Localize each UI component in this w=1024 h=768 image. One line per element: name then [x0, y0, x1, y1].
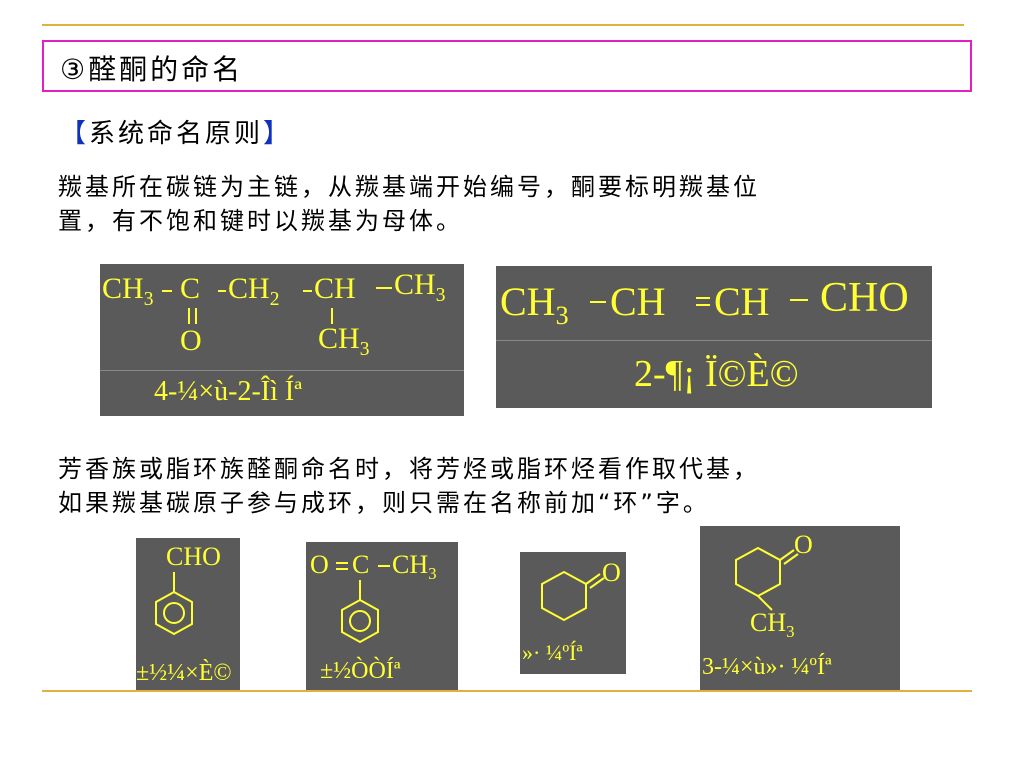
- struct6-ch3: CH3: [750, 608, 795, 642]
- struct5-name: »· ¼ºÍª: [522, 640, 583, 665]
- struct4-ch3: CH3: [392, 550, 437, 584]
- title-box: [42, 40, 972, 92]
- struct5-oxygen: O: [602, 558, 621, 587]
- struct6-name: 3-¼×ù»· ¼ºÍª: [702, 654, 832, 680]
- struct6-panel: O CH3 3-¼×ù»· ¼ºÍª: [700, 526, 900, 690]
- struct4-carbon: C: [352, 550, 370, 579]
- struct1-panel: CH3 C CH2 CH CH3 O CH3 4-¼×ù-2-Îì Íª: [100, 264, 464, 416]
- struct1-name: 4-¼×ù-2-Îì Íª: [154, 376, 302, 407]
- struct1-ch2: CH2: [228, 272, 280, 310]
- struct6-oxygen: O: [794, 530, 813, 559]
- bottom-rule: [42, 690, 972, 692]
- rule-paragraph-1: 羰基所在碳链为主链，从羰基端开始编号，酮要标明羰基位 置，有不饱和键时以羰基为母…: [58, 170, 958, 238]
- cyclohexane-ring-icon: [541, 570, 605, 622]
- struct2-name: 2-¶¡ Ï©È©: [634, 353, 799, 395]
- struct3-name: ±½¼×È©: [136, 660, 232, 686]
- rule-paragraph-2: 芳香族或脂环族醛酮命名时，将芳烃或脂环烃看作取代基， 如果羰基碳原子参与成环，则…: [58, 452, 958, 520]
- para2-line2: 如果羰基碳原子参与成环，则只需在名称前加“环”字。: [58, 489, 710, 517]
- struct2-ch3: CH3: [500, 279, 569, 330]
- methylcyclohexanone-ring-icon: [735, 546, 799, 611]
- struct2-bonds: [590, 297, 808, 306]
- para1-line2: 置，有不饱和键时以羰基为母体。: [58, 207, 463, 235]
- struct4-name: ±½ÒÒÍª: [320, 658, 401, 684]
- struct4-oxygen: O: [310, 550, 329, 579]
- struct1-bonds: [162, 287, 392, 324]
- struct2-ch-1: CH: [610, 279, 666, 324]
- bracket-close: 】: [263, 119, 293, 149]
- benzene-ring-icon: [155, 572, 193, 636]
- struct1-divider: [100, 370, 464, 371]
- struct3-panel: CHO ±½¼×È©: [136, 538, 240, 690]
- struct2-panel: CH3 CH CH CHO 2-¶¡ Ï©È©: [496, 266, 932, 408]
- struct3-cho: CHO: [166, 542, 221, 571]
- struct2-cho: CHO: [820, 275, 909, 321]
- top-rule: [42, 24, 964, 26]
- struct1-ch3-left: CH3: [102, 272, 154, 310]
- struct1-ch3-branch: CH3: [318, 322, 370, 360]
- struct4-bonds: [336, 562, 390, 644]
- section-heading: 【系统命名原则】: [60, 113, 292, 150]
- slide-title: ③醛酮的命名: [60, 53, 244, 86]
- section-label: 系统命名原则: [89, 119, 264, 149]
- struct1-ch: CH: [314, 272, 356, 305]
- struct4-panel: O C CH3 ±½ÒÒÍª: [306, 542, 458, 690]
- para1-line1: 羰基所在碳链为主链，从羰基端开始编号，酮要标明羰基位: [58, 173, 760, 201]
- struct1-carbonyl-c: C: [180, 272, 201, 305]
- struct2-ch-2: CH: [714, 279, 770, 324]
- para2-line1: 芳香族或脂环族醛酮命名时，将芳烃或脂环烃看作取代基，: [58, 455, 760, 483]
- struct5-panel: O »· ¼ºÍª: [520, 552, 626, 674]
- struct1-ch3-right: CH3: [394, 268, 446, 306]
- struct1-oxygen: O: [180, 324, 202, 357]
- bracket-open: 【: [60, 119, 90, 149]
- struct2-divider: [496, 340, 932, 341]
